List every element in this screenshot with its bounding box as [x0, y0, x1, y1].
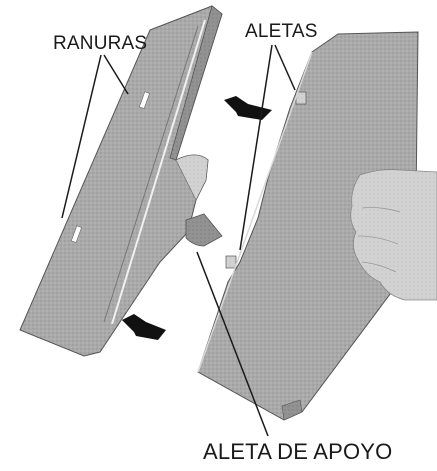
support-tab-label: ALETA DE APOYO — [203, 439, 392, 465]
support-tab — [186, 214, 222, 246]
tab-lower — [226, 256, 236, 268]
tabs-leader-right — [275, 45, 295, 90]
arrow-left-icon — [224, 96, 272, 120]
arrow-left-icon — [122, 314, 166, 340]
slots-label: RANURAS — [53, 33, 147, 55]
tabs-label: ALETAS — [245, 21, 318, 43]
slots-leader-right — [104, 55, 128, 94]
left-panel — [20, 6, 222, 356]
